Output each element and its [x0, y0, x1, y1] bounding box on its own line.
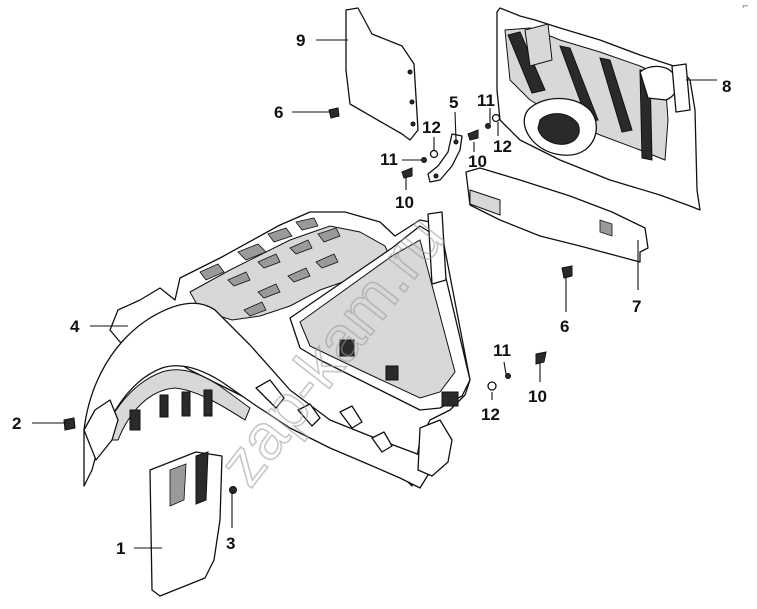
callout-12-upper-left: 12 [422, 118, 441, 137]
callout-11-upper-right: 11 [477, 91, 495, 110]
part-8-rear-panel [496, 7, 701, 211]
callout-1: 1 [116, 539, 125, 558]
corner-mark: ⌐ [742, 2, 749, 11]
callout-8: 8 [722, 77, 731, 96]
callout-12-lower: 12 [481, 405, 500, 424]
callout-7: 7 [632, 297, 641, 316]
callout-12-upper-right: 12 [493, 137, 512, 156]
callout-3: 3 [226, 534, 235, 553]
callout-labels: 9 6 5 12 11 10 11 10 12 8 7 6 4 2 3 1 11… [12, 31, 731, 558]
callout-2: 2 [12, 414, 21, 433]
callout-11-upper-left: 11 [380, 150, 398, 169]
part-1-mud-flap [149, 451, 223, 597]
callout-10-upper-left: 10 [395, 193, 414, 212]
callout-10-lower: 10 [528, 387, 547, 406]
callout-4: 4 [70, 317, 80, 336]
callout-9: 9 [296, 31, 305, 50]
callout-6-lower: 6 [560, 317, 569, 336]
part-9-side-panel [345, 7, 419, 141]
callout-6-upper: 6 [274, 103, 283, 122]
callout-10-upper-right: 10 [468, 152, 487, 171]
callout-5: 5 [449, 93, 458, 112]
leader-lines [32, 39, 717, 549]
part-7-lower-flap [465, 167, 649, 263]
part-4-main-fender [83, 211, 471, 489]
hardware-fasteners [63, 107, 573, 494]
callout-11-lower: 11 [493, 341, 511, 360]
